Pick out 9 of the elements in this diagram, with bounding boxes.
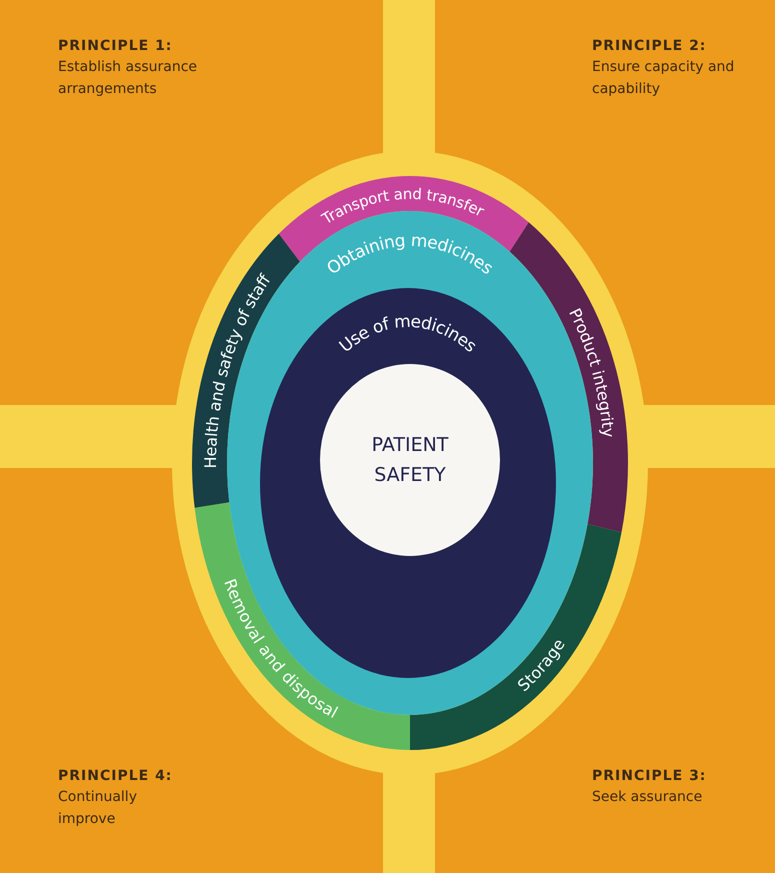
- principle-heading: PRINCIPLE 4:: [58, 768, 168, 784]
- principle-heading: PRINCIPLE 3:: [592, 768, 708, 784]
- principle-text: Seek assurance: [592, 788, 704, 807]
- principle-text: Establish assurance arrangements: [58, 58, 198, 99]
- center-label: PATIENT SAFETY: [370, 433, 450, 488]
- principle-text: Continually improve: [58, 788, 138, 829]
- principle-heading: PRINCIPLE 1:: [58, 38, 174, 54]
- principle-heading: PRINCIPLE 2:: [592, 38, 708, 54]
- principle-text: Ensure capacity and capability: [592, 58, 736, 99]
